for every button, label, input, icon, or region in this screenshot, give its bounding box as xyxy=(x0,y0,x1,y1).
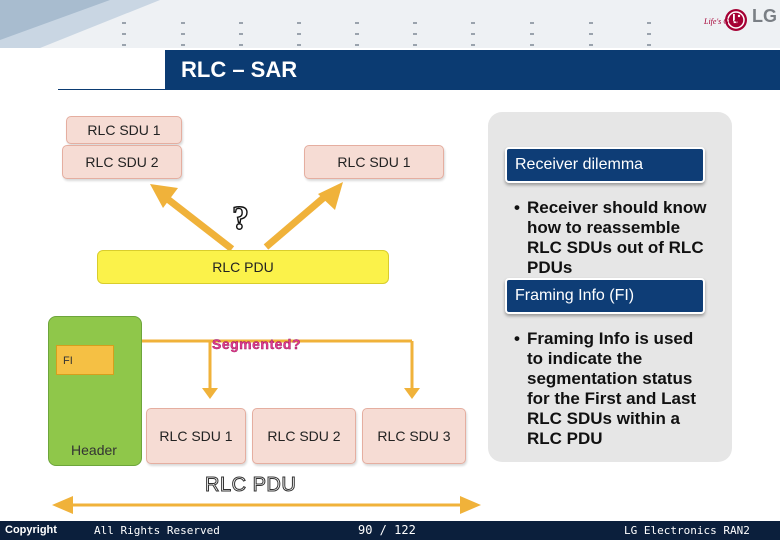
framing-bullet-line-3: segmentation status xyxy=(527,369,693,388)
segment-box-1-label: RLC SDU 1 xyxy=(159,428,233,444)
rlc-pdu-span-label: RLC PDU xyxy=(204,474,297,497)
framing-bullet-line-4: for the First and Last xyxy=(527,389,697,408)
arrow-to-sdu1 xyxy=(263,182,343,250)
framing-bullet-line-2: to indicate the xyxy=(527,349,643,368)
logo-tagline: Life's Good xyxy=(700,12,742,46)
segmented-bracket xyxy=(135,339,420,399)
segment-box-3-label: RLC SDU 3 xyxy=(377,428,451,444)
pdu-span-arrow xyxy=(52,496,481,514)
footer-rights: All Rights Reserved xyxy=(94,524,220,537)
pdu-header-block xyxy=(48,316,142,466)
receiver-dilemma-heading-text: Receiver dilemma xyxy=(515,156,644,173)
logo-brand-text: LG xyxy=(752,6,777,26)
segment-box-1: RLC SDU 1 xyxy=(146,408,246,464)
rlc-pdu-bar: RLC PDU xyxy=(97,250,389,284)
rlc-pdu-bar-label: RLC PDU xyxy=(212,259,274,275)
logo-tagline-curve: Life's Good xyxy=(703,17,742,26)
segment-box-3: RLC SDU 3 xyxy=(362,408,466,464)
framing-bullet-line-5: RLC SDUs within a xyxy=(527,409,681,428)
arrow-to-sdu2 xyxy=(150,184,235,252)
page-title: RLC – SAR xyxy=(165,50,780,90)
sdu-box-top-label: RLC SDU 1 xyxy=(87,122,161,138)
header-label: Header xyxy=(71,442,117,458)
receiver-dilemma-heading: Receiver dilemma xyxy=(505,147,705,183)
framing-info-bullet: • Framing Info is used to indicate the s… xyxy=(514,329,732,449)
sdu-box-left: RLC SDU 2 xyxy=(62,145,182,179)
bullet-dot: • xyxy=(514,329,520,348)
fi-field-label: FI xyxy=(63,355,73,367)
svg-text:Life's Good: Life's Good xyxy=(703,17,740,26)
footer-team: LG Electronics RAN2 Team xyxy=(624,524,750,556)
title-underline xyxy=(58,89,166,90)
footer-bar xyxy=(0,521,780,540)
sdu-box-left-label: RLC SDU 2 xyxy=(85,154,159,170)
corner-swoosh-decoration xyxy=(0,0,160,48)
bullet-dot: • xyxy=(514,198,520,217)
segmented-label: Segmented? xyxy=(212,336,302,352)
receiver-bullet-line-4: PDUs xyxy=(527,258,573,277)
lg-logo xyxy=(725,9,747,31)
sdu-box-top: RLC SDU 1 xyxy=(66,116,182,144)
framing-info-heading: Framing Info (FI) xyxy=(505,278,705,314)
fi-field-box: FI xyxy=(56,345,114,375)
diagram-arrows xyxy=(52,182,481,514)
framing-bullet-line-6: RLC PDU xyxy=(527,429,603,448)
receiver-bullet-line-2: how to reassemble xyxy=(527,218,681,237)
sdu-box-right: RLC SDU 1 xyxy=(304,145,444,179)
segment-box-2: RLC SDU 2 xyxy=(252,408,356,464)
sdu-box-right-label: RLC SDU 1 xyxy=(337,154,411,170)
receiver-bullet-line-3: RLC SDUs out of RLC xyxy=(527,238,704,257)
framing-bullet-line-1: Framing Info is used xyxy=(527,329,694,348)
framing-info-heading-text: Framing Info (FI) xyxy=(515,287,635,304)
receiver-bullet-line-1: Receiver should know xyxy=(527,198,707,217)
question-mark: ? xyxy=(231,199,249,237)
receiver-bullet: • Receiver should know how to reassemble… xyxy=(514,198,732,278)
footer-page-number: 90 / 122 xyxy=(358,523,416,537)
segment-box-2-label: RLC SDU 2 xyxy=(267,428,341,444)
footer-copyright: Copyright xyxy=(0,521,68,540)
